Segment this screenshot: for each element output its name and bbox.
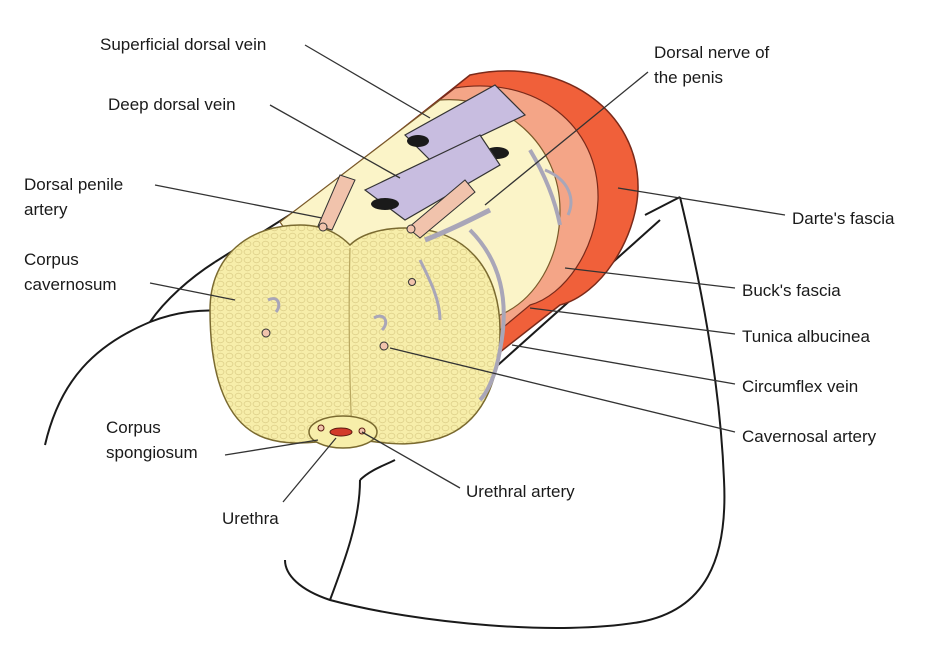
label-corpus-cavernosum-line2: cavernosum [24, 275, 117, 294]
leader-superficial-dorsal-vein [304, 44, 431, 119]
label-tunica-albucinea: Tunica albucinea [742, 327, 870, 346]
leader-corpus-spongiosum [224, 439, 319, 456]
superficial-dorsal-vein-shape [404, 84, 527, 161]
leader-urethra [282, 437, 337, 503]
leader-urethral-artery [361, 431, 461, 489]
dorsal-nerve-shape [424, 207, 492, 243]
dorsal-artery-left [317, 174, 356, 231]
urethral-artery-left [317, 424, 325, 432]
label-dartos-fascia: Darte's fascia [792, 209, 895, 228]
leader-bucks-fascia [564, 267, 736, 289]
label-corpus-spongiosum-line1: Corpus [106, 418, 161, 437]
leader-tunica-albucinea [529, 307, 736, 335]
leader-deep-dorsal-vein [269, 104, 401, 179]
label-circumflex-vein: Circumflex vein [742, 377, 858, 396]
label-dorsal-penile-artery-line2: artery [24, 200, 68, 219]
leader-lines [149, 44, 786, 503]
leader-dartos-fascia [617, 187, 786, 216]
label-corpus-cavernosum-line1: Corpus [24, 250, 79, 269]
label-urethral-artery: Urethral artery [466, 482, 575, 501]
label-corpus-spongiosum-line2: spongiosum [106, 443, 198, 462]
cavernosal-artery-right [379, 341, 389, 351]
labels: Superficial dorsal vein Deep dorsal vein… [24, 35, 895, 528]
leader-dorsal-nerve [484, 71, 649, 206]
deep-dorsal-vein-lumen [371, 198, 399, 210]
urethra-lumen [329, 427, 353, 437]
label-deep-dorsal-vein: Deep dorsal vein [108, 95, 236, 114]
leader-cavernosal-artery [389, 347, 736, 433]
deep-dorsal-vein-shape [363, 134, 501, 221]
vessels [317, 84, 573, 402]
dorsal-artery-right [407, 179, 476, 239]
cross-section-face [209, 224, 501, 449]
label-urethra: Urethra [222, 509, 279, 528]
label-cavernosal-artery: Cavernosal artery [742, 427, 877, 446]
label-dorsal-nerve-line2: the penis [654, 68, 723, 87]
leader-dorsal-penile-artery [154, 184, 323, 219]
circumflex-vein-shape [468, 228, 506, 402]
leader-circumflex-vein [511, 344, 736, 385]
cavernosal-artery-left [261, 328, 271, 338]
label-dorsal-nerve-line1: Dorsal nerve of [654, 43, 770, 62]
superficial-dorsal-vein-lumen [407, 135, 429, 147]
label-dorsal-penile-artery-line1: Dorsal penile [24, 175, 123, 194]
corpora-cavernosa [209, 224, 501, 445]
leader-corpus-cavernosum [149, 282, 236, 301]
label-superficial-dorsal-vein: Superficial dorsal vein [100, 35, 266, 54]
label-bucks-fascia: Buck's fascia [742, 281, 841, 300]
